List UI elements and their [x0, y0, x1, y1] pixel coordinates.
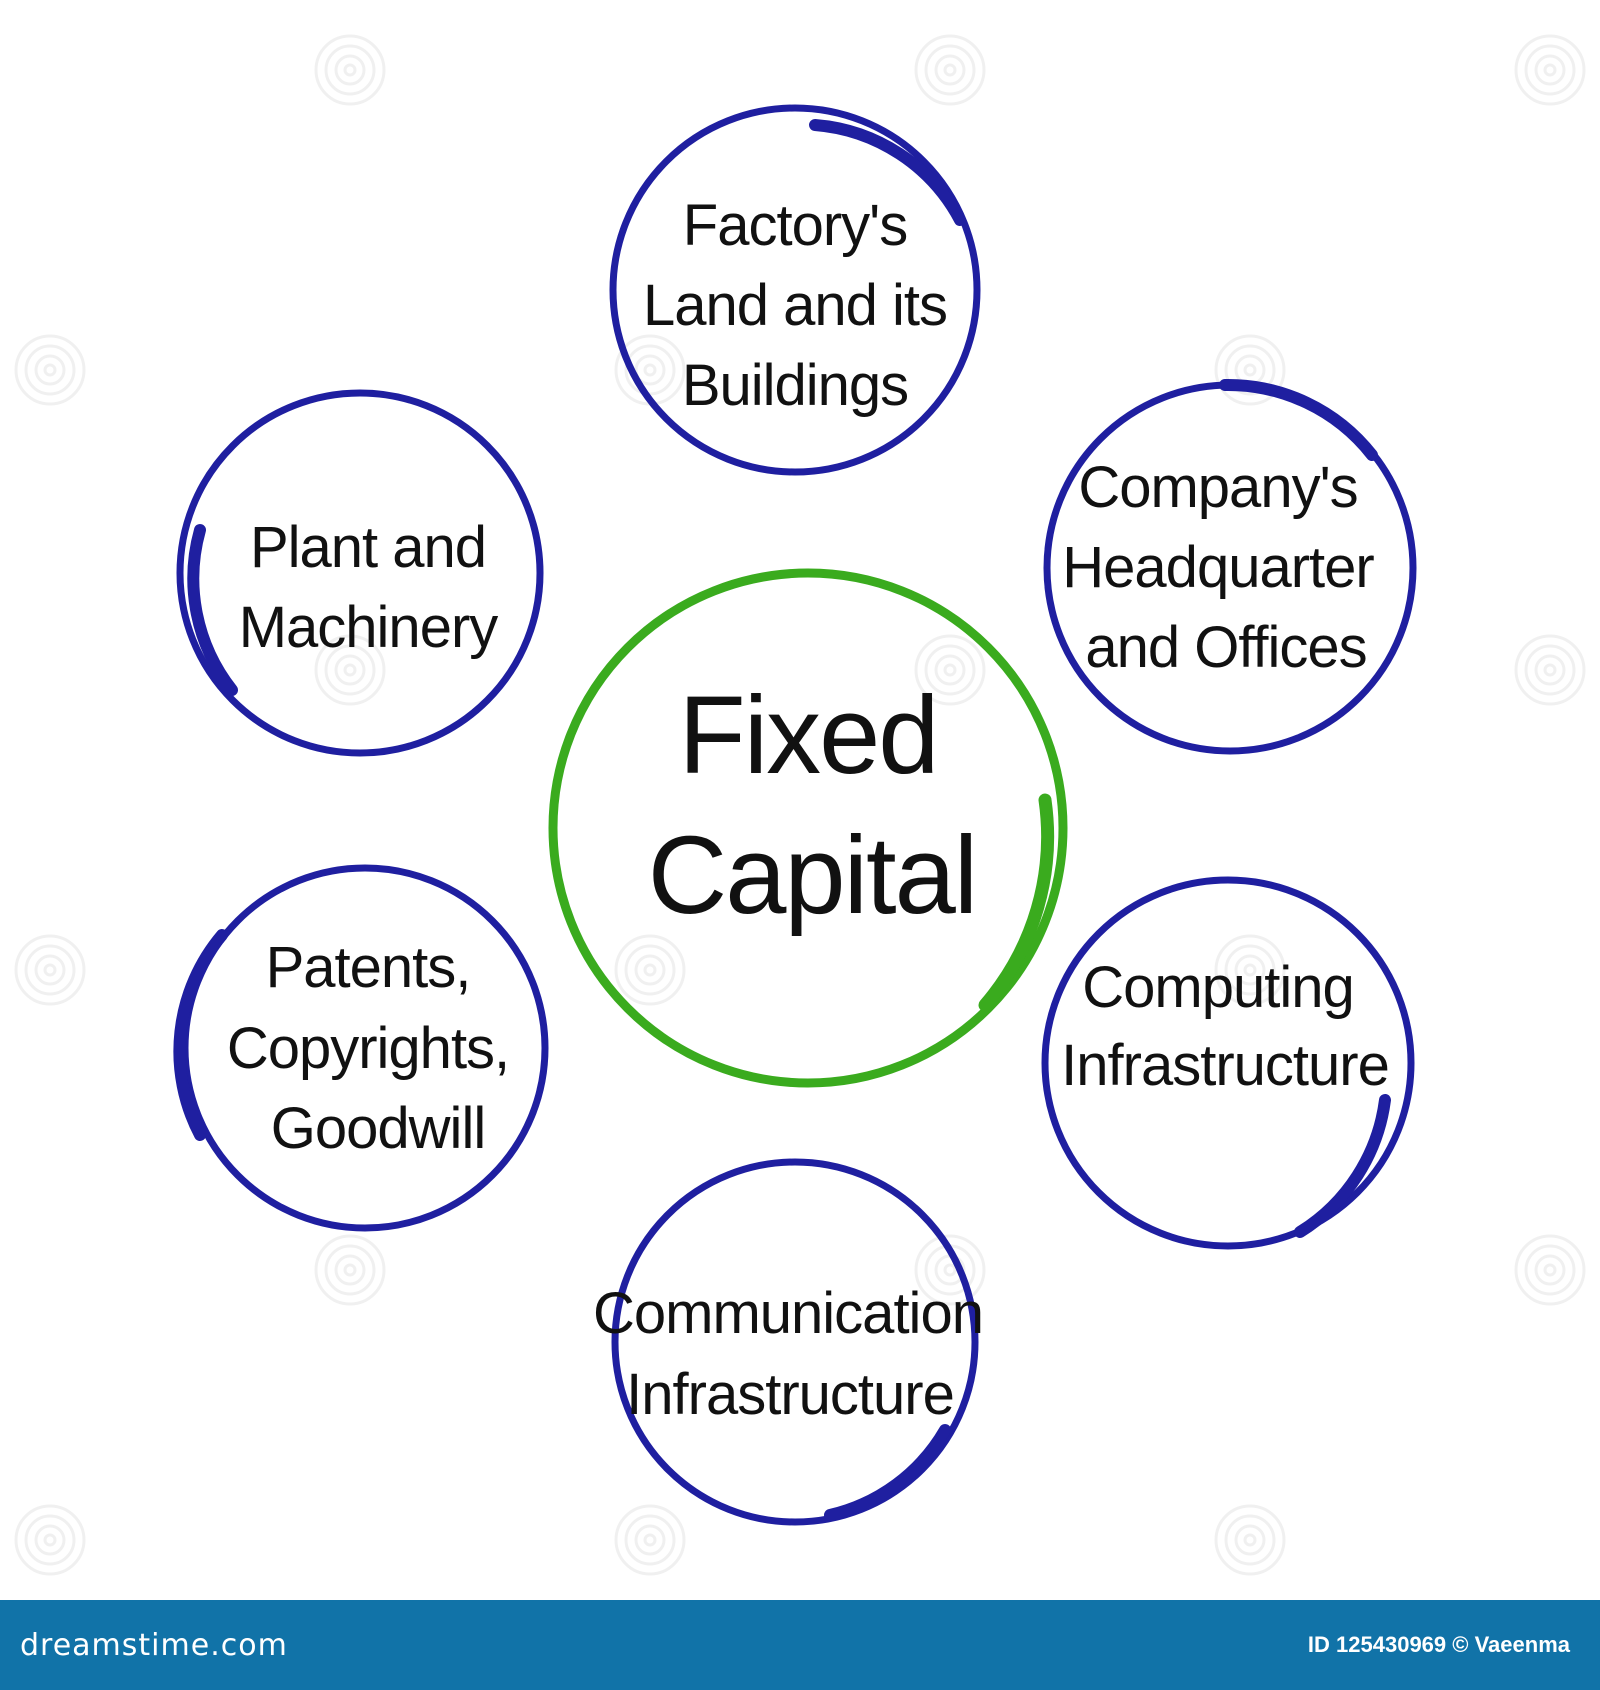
center-node-fixed-capital: Fixed Capital: [548, 568, 1068, 1088]
node-label-line-1: Computing: [1082, 955, 1353, 1020]
node-ring-overstroke: [809, 119, 966, 226]
fixed-capital-diagram: Fixed Capital Factory's Land and its Bui…: [14, 34, 1586, 1576]
image-id-credit: ID 125430969 © Vaeenma: [1307, 1632, 1570, 1657]
node-label-line-3: Goodwill: [271, 1096, 485, 1161]
node-label-line-1: Factory's: [683, 193, 907, 258]
node-plant-machinery: Plant and Machinery: [176, 389, 544, 757]
node-label-line-2: Headquarter: [1062, 535, 1374, 600]
stock-footer-bar: dreamstime.com ID 125430969 © Vaeenma: [0, 1600, 1600, 1690]
node-communication-infrastructure: Communication Infrastructure: [593, 1158, 984, 1526]
node-ring: [1041, 876, 1415, 1250]
node-label-line-2: Copyrights,: [227, 1016, 509, 1081]
node-ring: [176, 389, 544, 757]
node-ring: [611, 1158, 979, 1526]
center-label-line-2: Capital: [648, 814, 976, 937]
node-label-line-2: Land and its: [643, 273, 947, 338]
node-ring: [609, 104, 981, 476]
node-ring-overstroke: [187, 524, 238, 696]
node-label-line-2: Infrastructure: [1061, 1033, 1389, 1098]
center-label-line-1: Fixed: [679, 674, 938, 797]
node-company-headquarter: Company's Headquarter and Offices: [1043, 378, 1417, 755]
node-ring-overstroke: [173, 929, 228, 1141]
center-ring-overstroke: [978, 793, 1055, 1012]
node-factory-land-buildings: Factory's Land and its Buildings: [609, 104, 981, 476]
node-label-line-1: Plant and: [250, 515, 486, 580]
node-patents-copyrights-goodwill: Patents, Copyrights, Goodwill: [173, 864, 549, 1232]
stock-site-logo: dreamstime.com: [20, 1627, 288, 1663]
node-ring-overstroke: [1219, 378, 1378, 461]
node-label-line-1: Company's: [1078, 455, 1357, 520]
node-label-line-2: Infrastructure: [626, 1362, 954, 1427]
node-ring-overstroke: [824, 1424, 951, 1521]
node-label-line-2: Machinery: [239, 595, 499, 660]
node-label-line-1: Patents,: [266, 935, 471, 1000]
node-ring-overstroke: [1294, 1094, 1391, 1238]
center-ring: [548, 568, 1068, 1088]
node-label-line-3: and Offices: [1085, 615, 1366, 680]
node-label-line-1: Communication: [593, 1281, 983, 1346]
node-label-line-3: Buildings: [682, 353, 908, 418]
node-computing-infrastructure: Computing Infrastructure: [1041, 876, 1415, 1250]
